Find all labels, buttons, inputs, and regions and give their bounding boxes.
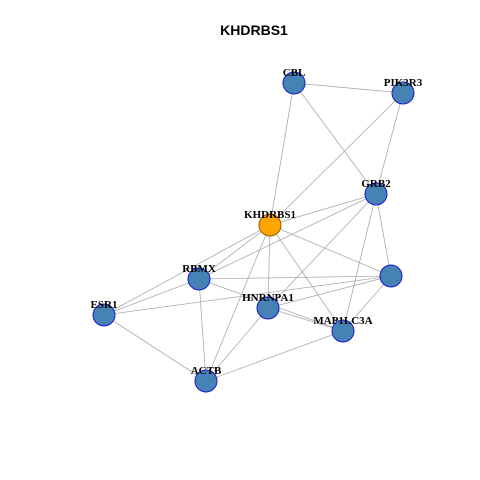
node-circle[interactable] [364, 182, 388, 206]
edge-cbl-grb2 [293, 82, 377, 195]
edge-hnrnpa1-map1lc3a [267, 307, 344, 332]
node-circle[interactable] [256, 296, 280, 320]
edge-grb2-rbmx [198, 193, 377, 280]
node-circle[interactable] [194, 369, 218, 393]
edge-rbmx-unlabeled [198, 275, 392, 280]
edge-rbmx-esr1 [103, 278, 200, 316]
edge-pik3r3-grb2 [375, 92, 404, 195]
edge-khdrbs1-esr1 [103, 224, 271, 316]
node-cbl[interactable]: CBL [282, 67, 306, 95]
edge-unlabeled-map1lc3a [342, 275, 392, 332]
node-circle[interactable] [391, 81, 415, 105]
node-map1lc3a[interactable]: MAP1LC3A [313, 315, 373, 343]
node-label: MAP1LC3A [313, 315, 372, 327]
node-esr1[interactable]: ESR1 [91, 299, 118, 327]
edge-khdrbs1-actb [205, 224, 271, 382]
node-circle[interactable] [187, 267, 211, 291]
edge-esr1-actb [103, 314, 207, 382]
edge-hnrnpa1-actb [205, 307, 269, 382]
node-khdrbs1[interactable]: KHDRBS1 [244, 209, 296, 237]
edge-cbl-khdrbs1 [269, 82, 295, 226]
node-pik3r3[interactable]: PIK3R3 [384, 77, 423, 105]
node-circle[interactable] [379, 264, 403, 288]
edge-grb2-khdrbs1 [269, 193, 377, 226]
edge-grb2-hnrnpa1 [267, 193, 377, 309]
node-actb[interactable]: ACTB [191, 365, 222, 393]
edge-cbl-pik3r3 [293, 82, 404, 94]
node-label: PIK3R3 [384, 77, 423, 89]
node-circle[interactable] [92, 303, 116, 327]
node-label: KHDRBS1 [244, 209, 296, 221]
node-label: CBL [283, 67, 306, 79]
node-unlabeled[interactable] [379, 264, 403, 288]
edge-hnrnpa1-unlabeled [267, 275, 392, 309]
edge-grb2-unlabeled [375, 193, 392, 277]
edge-layer [103, 82, 404, 382]
edge-map1lc3a-actb [205, 330, 344, 382]
edge-pik3r3-khdrbs1 [269, 92, 404, 226]
node-label: ESR1 [91, 299, 118, 311]
edge-khdrbs1-unlabeled [269, 224, 392, 277]
node-hnrnpa1[interactable]: HNRNPA1 [242, 292, 294, 320]
edge-esr1-unlabeled [103, 275, 392, 316]
node-label: GRB2 [361, 178, 391, 190]
edge-khdrbs1-map1lc3a [269, 224, 344, 332]
edge-khdrbs1-rbmx [198, 224, 271, 280]
node-grb2[interactable]: GRB2 [361, 178, 391, 206]
node-circle[interactable] [258, 213, 282, 237]
edge-khdrbs1-hnrnpa1 [267, 224, 271, 309]
node-label: ACTB [191, 365, 222, 377]
node-circle[interactable] [282, 71, 306, 95]
edge-rbmx-actb [198, 278, 207, 382]
diagram-title: KHDRBS1 [220, 22, 288, 38]
node-label: HNRNPA1 [242, 292, 294, 304]
node-circle[interactable] [331, 319, 355, 343]
node-label: RBMX [182, 263, 216, 275]
node-rbmx[interactable]: RBMX [182, 263, 216, 291]
